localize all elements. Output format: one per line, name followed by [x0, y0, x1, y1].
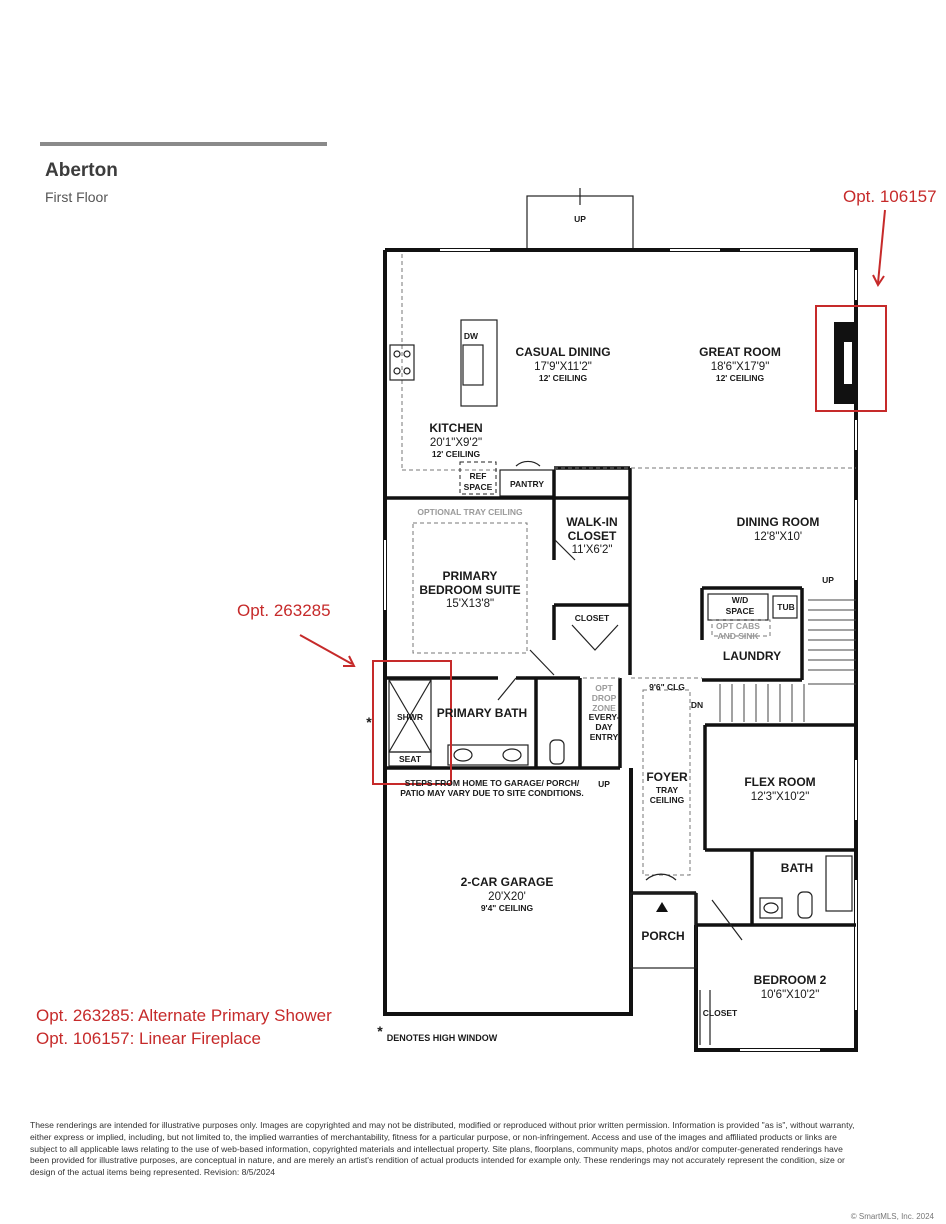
wd-space-box	[707, 593, 769, 621]
kitchen-area: DW REF SPACE PANTRY	[389, 254, 555, 497]
garage-ceiling: 9'4" CEILING	[481, 903, 534, 913]
optional-tray-ceiling-note: OPTIONAL TRAY CEILING	[417, 507, 523, 517]
fireplace-arrowhead	[872, 274, 885, 287]
opt-cabs-label-2: AND SINK	[717, 631, 759, 641]
bedroom2-closet-label: CLOSET	[703, 1008, 738, 1018]
garage-dims: 20'X20'	[488, 891, 526, 903]
stairs	[719, 599, 856, 722]
seat-label: SEAT	[399, 754, 422, 764]
stairs-up-label: UP	[822, 575, 834, 585]
shower-arrow	[299, 634, 353, 665]
dining-room-name: DINING ROOM	[737, 515, 820, 529]
everyday-entry-3: ENTRY	[590, 732, 619, 742]
casual-dining-dims: 17'9"X11'2"	[534, 361, 592, 373]
ref-space-label-1: REF	[470, 471, 487, 481]
foyer-ceiling-height: 9'6" CLG	[649, 682, 685, 692]
casual-dining-ceiling: 12' CEILING	[539, 373, 588, 383]
primary-bath-name: PRIMARY BATH	[437, 706, 527, 720]
entry-arrow	[656, 902, 668, 912]
bath-name: BATH	[781, 861, 813, 875]
tray-ceiling-outline	[412, 522, 528, 654]
high-window-note: DENOTES HIGH WINDOW	[387, 1033, 498, 1043]
porch-outline	[630, 892, 697, 969]
primary-suite-dims: 15'X13'8"	[446, 598, 494, 610]
opt-drop-zone-2: DROP	[592, 693, 617, 703]
plan-title: Aberton	[45, 160, 118, 181]
primary-suite-name-1: PRIMARY	[443, 569, 498, 583]
shower-arrowhead	[343, 655, 356, 667]
legend-fireplace-option: Opt. 106157: Linear Fireplace	[36, 1029, 261, 1048]
wd-space-label-1: W/D	[732, 595, 749, 605]
foyer-name: FOYER	[646, 770, 688, 784]
disclaimer-text: These renderings are intended for illust…	[30, 1120, 855, 1178]
closet-label: CLOSET	[575, 613, 610, 623]
everyday-entry-2: DAY	[595, 722, 612, 732]
floor-subtitle: First Floor	[45, 189, 108, 205]
kitchen-dims: 20'1"X9'2"	[430, 437, 482, 449]
kitchen-name: KITCHEN	[429, 421, 482, 435]
front-door-swing	[645, 873, 677, 881]
pantry-label: PANTRY	[510, 479, 544, 489]
fireplace-arrow	[877, 209, 886, 284]
flex-room-dims: 12'3"X10'2"	[751, 791, 810, 803]
linear-fireplace	[834, 322, 856, 404]
high-window-marker: *	[366, 714, 372, 730]
fireplace-highlight-box	[815, 305, 887, 412]
laundry-tub	[772, 595, 798, 619]
great-room-name: GREAT ROOM	[699, 345, 781, 359]
walk-in-closet-name-1: WALK-IN	[566, 515, 617, 529]
kitchen-ceiling: 12' CEILING	[432, 449, 481, 459]
room-labels: CASUAL DINING 17'9"X11'2" 12' CEILING GR…	[366, 345, 834, 1043]
garage-name: 2-CAR GARAGE	[461, 875, 554, 889]
stairs-down-label: DN	[691, 700, 703, 710]
legend-shower-option: Opt. 263285: Alternate Primary Shower	[36, 1006, 332, 1025]
shower-option-callout: Opt. 263285	[237, 601, 331, 620]
everyday-entry-1: EVERY-	[589, 712, 620, 722]
primary-suite-name-2: BEDROOM SUITE	[419, 583, 520, 597]
opt-drop-zone-3: ZONE	[592, 703, 616, 713]
opt-cabs-label-1: OPT CABS	[716, 621, 760, 631]
primary-bath-fixtures	[388, 677, 565, 767]
dishwasher-label: DW	[464, 331, 479, 341]
foyer-ceiling-1: TRAY	[656, 785, 679, 795]
laundry-name: LAUNDRY	[723, 649, 781, 663]
bath-fixtures	[711, 855, 853, 941]
dining-room-dims: 12'8"X10'	[754, 531, 802, 543]
wd-space-label-2: SPACE	[726, 606, 755, 616]
casual-dining-name: CASUAL DINING	[515, 345, 610, 359]
windows	[384, 249, 857, 1051]
great-room-dims: 18'6"X17'9"	[711, 361, 770, 373]
opt-cabs-outline	[711, 619, 771, 637]
high-window-legend-marker: *	[377, 1023, 383, 1039]
copyright-credit: © SmartMLS, Inc. 2024	[850, 1212, 934, 1221]
steps-note-1: STEPS FROM HOME TO GARAGE/ PORCH/	[405, 778, 580, 788]
garage-up-label: UP	[598, 779, 610, 789]
bedroom2-name: BEDROOM 2	[754, 973, 827, 987]
great-room-ceiling: 12' CEILING	[716, 373, 765, 383]
rear-patio: UP	[526, 188, 634, 250]
exterior-walls	[383, 248, 858, 1052]
porch-name: PORCH	[641, 929, 684, 943]
tub-label: TUB	[777, 602, 794, 612]
opt-drop-zone-1: OPT	[595, 683, 613, 693]
closet-doors	[571, 624, 619, 651]
foyer-ceiling-2: CEILING	[650, 795, 685, 805]
patio-up-label: UP	[574, 214, 586, 224]
ref-space-label-2: SPACE	[464, 482, 493, 492]
shower-highlight-box	[372, 660, 452, 785]
bedroom2-dims: 10'6"X10'2"	[761, 989, 820, 1001]
walk-in-closet-name-2: CLOSET	[568, 529, 617, 543]
flex-room-name: FLEX ROOM	[744, 775, 815, 789]
steps-note-2: PATIO MAY VARY DUE TO SITE CONDITIONS.	[400, 788, 584, 798]
shower-label: SHWR	[397, 712, 423, 722]
fireplace-option-callout: Opt. 106157	[843, 187, 937, 206]
walk-in-closet-dims: 11'X6'2"	[572, 544, 613, 556]
header-rule	[40, 142, 327, 146]
